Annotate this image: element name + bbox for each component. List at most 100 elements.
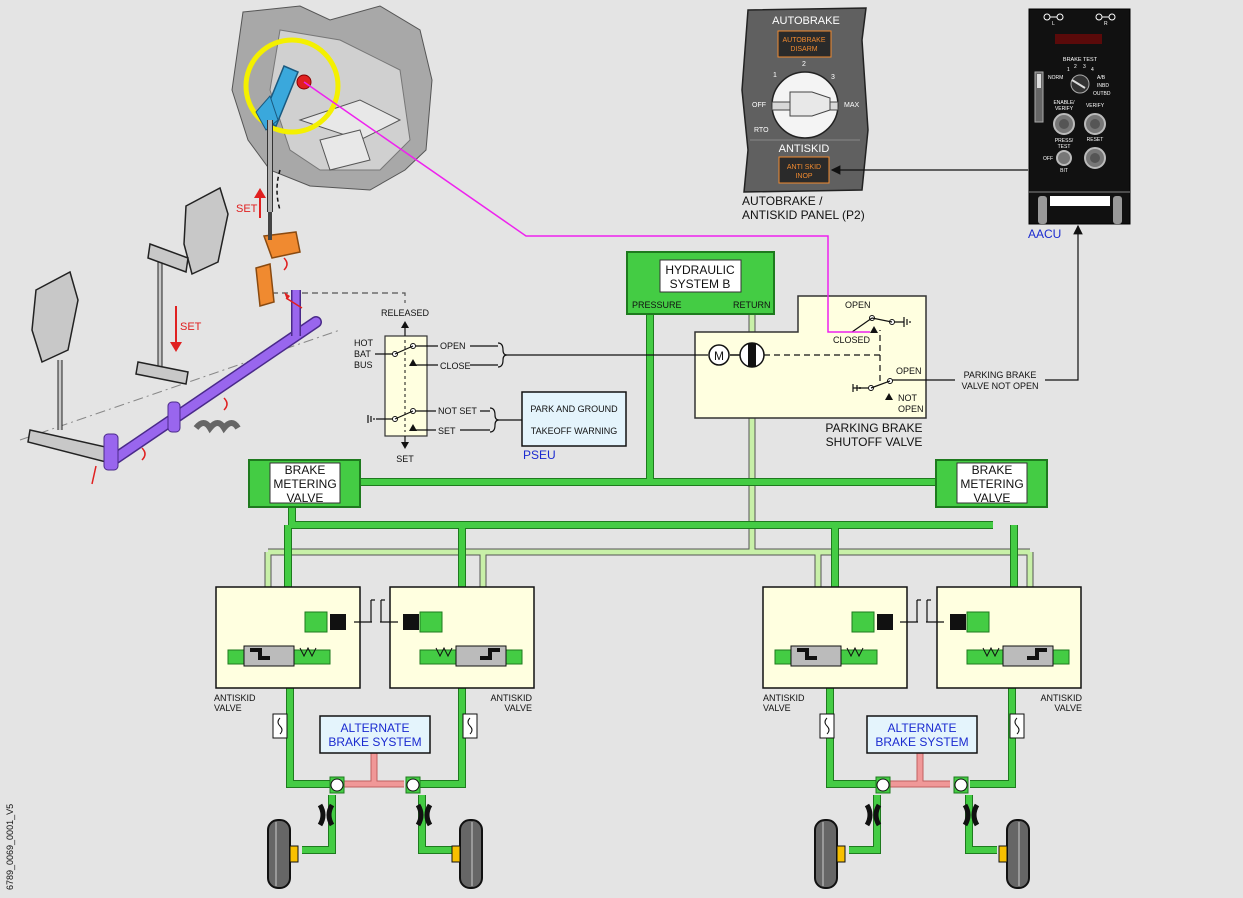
bit-label: BIT: [1060, 168, 1068, 174]
sel-1: 1: [773, 72, 777, 79]
image-id-text: 6789_0069_0001_V5: [5, 804, 15, 890]
antiskid-label-3a: ANTISKID: [763, 693, 805, 703]
shuttle-valves: [329, 776, 969, 794]
alt-right-label-2: BRAKE SYSTEM: [875, 735, 968, 749]
bt-norm: NORM: [1048, 75, 1063, 81]
bt-4: 4: [1091, 67, 1094, 73]
brake-metering-valve-right: BRAKE METERING VALVE: [935, 459, 1048, 508]
wheel-3: [814, 803, 882, 889]
panel-caption-2: ANTISKID PANEL (P2): [742, 208, 865, 222]
closed-label: CLOSED: [833, 335, 871, 345]
bt-inbd: INBD: [1097, 83, 1109, 89]
hydraulic-system-b: HYDRAULIC SYSTEM B PRESSURE RETURN: [626, 251, 775, 315]
bt-3: 3: [1083, 64, 1086, 70]
antiskid-valve-4: ANTISKID VALVE: [936, 586, 1082, 713]
hot-bat-bus-2: BAT: [354, 349, 371, 359]
off-label: OFF: [1043, 156, 1053, 162]
press-test-2: TEST: [1058, 144, 1071, 150]
open-label-lower: OPEN: [896, 366, 922, 376]
open-label-upper: OPEN: [845, 300, 871, 310]
antiskid-label-3b: VALVE: [763, 703, 791, 713]
inop-light-1: ANTI SKID: [787, 164, 821, 171]
pseu-box: PARK AND GROUND TAKEOFF WARNING PSEU: [521, 391, 627, 462]
bmv-right-label-1: BRAKE: [972, 463, 1013, 477]
antiskid-label-4b: VALVE: [1054, 703, 1082, 713]
bt-2: 2: [1074, 64, 1077, 70]
sel-3: 3: [831, 74, 835, 81]
shutoff-valve-label-2: SHUTOFF VALVE: [826, 435, 923, 449]
antiskid-label-1b: VALVE: [214, 703, 242, 713]
pressure-label: PRESSURE: [632, 300, 682, 310]
alt-right-label-1: ALTERNATE: [888, 721, 957, 735]
antiskid-valve-3: ANTISKID VALVE: [762, 586, 908, 713]
bmv-left-label-3: VALVE: [287, 491, 324, 505]
panel-caption-1: AUTOBRAKE /: [742, 194, 823, 208]
bmv-right-label-2: METERING: [960, 477, 1023, 491]
set-label: SET: [396, 454, 414, 464]
wheel-2: [415, 803, 483, 889]
valve-not-open-label-2: VALVE NOT OPEN: [961, 381, 1038, 391]
sel-max: MAX: [844, 102, 860, 109]
lever-set-label: SET: [236, 203, 258, 215]
antiskid-label-1a: ANTISKID: [214, 693, 256, 703]
bt-ab: A/B: [1097, 75, 1106, 81]
pseu-line-2: TAKEOFF WARNING: [531, 426, 618, 436]
reset-label: RESET: [1087, 137, 1104, 143]
antiskid-valve-2: ANTISKID VALVE: [389, 586, 535, 713]
pseu-label: PSEU: [523, 448, 556, 462]
alt-left-label-2: BRAKE SYSTEM: [328, 735, 421, 749]
brake-test-label: BRAKE TEST: [1063, 57, 1098, 63]
bmv-left-label-1: BRAKE: [285, 463, 326, 477]
aacu-unit: L R BRAKE TEST NORM 1 2 3 4 A/B INBD OUT…: [1028, 8, 1131, 241]
bmv-right-label-3: VALVE: [974, 491, 1011, 505]
parking-brake-switch: RELEASED SET HOT BAT BUS OPEN CLOSE NOT …: [262, 292, 708, 464]
brake-metering-valve-left: BRAKE METERING VALVE: [248, 459, 361, 508]
alternate-lines: [344, 752, 950, 788]
antiskid-valve-1: ANTISKID VALVE: [214, 586, 361, 713]
sel-off: OFF: [752, 102, 766, 109]
return-label: RETURN: [733, 300, 771, 310]
antiskid-label-2b: VALVE: [504, 703, 532, 713]
verify-label: VERIFY: [1086, 103, 1105, 109]
wheel-1: [267, 803, 335, 889]
open-switch-label: OPEN: [440, 341, 466, 351]
pedal-set-label: SET: [180, 321, 202, 333]
hydraulic-system-label-2: SYSTEM B: [670, 277, 731, 291]
sel-2: 2: [802, 61, 806, 68]
alt-left-label-1: ALTERNATE: [341, 721, 410, 735]
antiskid-connectors: [354, 599, 944, 623]
wheel-4: [962, 803, 1030, 889]
bt-1: 1: [1067, 67, 1070, 73]
fuses: [272, 713, 1025, 739]
sel-rto: RTO: [754, 127, 769, 134]
pseu-line-1: PARK AND GROUND: [530, 404, 618, 414]
antiskid-label-2a: ANTISKID: [490, 693, 532, 703]
hot-bat-bus-1: HOT: [354, 338, 374, 348]
set-switch-label: SET: [438, 426, 456, 436]
pedal-2: [135, 186, 229, 385]
antiskid-title: ANTISKID: [779, 143, 830, 155]
lever-signal-line: [303, 81, 870, 333]
not-open-label-1: NOT: [898, 393, 918, 403]
hydraulic-system-label-1: HYDRAULIC: [665, 263, 735, 277]
press-test-1: PRESS/: [1055, 138, 1074, 144]
disarm-light-1: AUTOBRAKE: [782, 37, 825, 44]
valve-not-open-signal: PARKING BRAKE VALVE NOT OPEN: [930, 224, 1083, 391]
inop-light-2: INOP: [795, 173, 812, 180]
hot-bat-bus-3: BUS: [354, 360, 373, 370]
disarm-light-2: DISARM: [790, 46, 817, 53]
not-set-label: NOT SET: [438, 406, 477, 416]
parking-brake-lever-illustration: [231, 5, 433, 212]
bmv-left-label-2: METERING: [273, 477, 336, 491]
brake-pedals-illustration: SET SET: [19, 186, 341, 485]
pedal-1: [27, 270, 111, 463]
parking-brake-shutoff-valve: M OPEN CLOSED OPEN NOT OPEN PARKING BRAK…: [694, 295, 930, 449]
motor-label: M: [714, 349, 724, 363]
alternate-brake-system-right: ALTERNATE BRAKE SYSTEM: [866, 715, 978, 754]
autobrake-title: AUTOBRAKE: [772, 15, 840, 27]
autobrake-antiskid-panel: AUTOBRAKE AUTOBRAKE DISARM OFF RTO 1 2 3…: [741, 7, 869, 222]
wheels: [267, 803, 1030, 889]
antiskid-label-4a: ANTISKID: [1040, 693, 1082, 703]
enable-verify-1: ENABLE/: [1053, 100, 1075, 106]
